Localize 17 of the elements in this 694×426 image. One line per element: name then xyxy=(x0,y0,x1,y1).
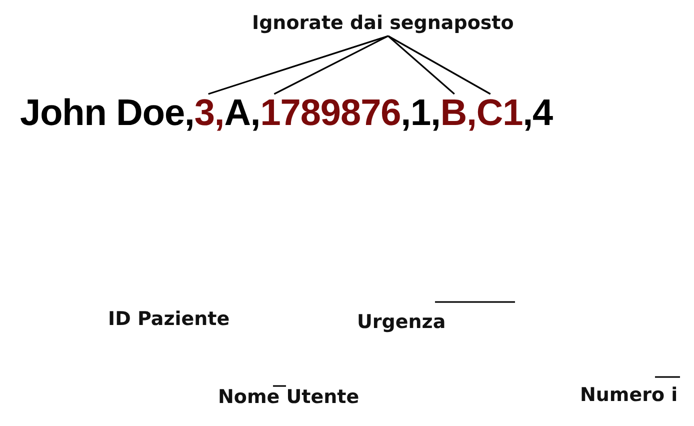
field-label: Nome Utente xyxy=(218,386,360,408)
leader-line xyxy=(274,35,389,95)
leader-line xyxy=(208,35,388,95)
leader-line xyxy=(388,35,455,95)
record-text: ,4 xyxy=(522,92,553,134)
field-label: Numero i xyxy=(580,384,678,406)
field-label: ID Paziente xyxy=(108,308,230,330)
callout-text: Ignorate dai segnaposto xyxy=(252,12,514,34)
record-text: A, xyxy=(224,92,260,134)
leader-line xyxy=(388,35,491,95)
highlighted-field: 1789876 xyxy=(260,92,401,134)
highlighted-field: B, xyxy=(440,92,476,134)
highlighted-field: 3, xyxy=(194,92,224,134)
record-text: John Doe, xyxy=(20,92,194,134)
record-text: ,1, xyxy=(400,92,440,134)
field-label: Urgenza xyxy=(357,311,446,333)
highlighted-field: C1 xyxy=(476,92,523,134)
